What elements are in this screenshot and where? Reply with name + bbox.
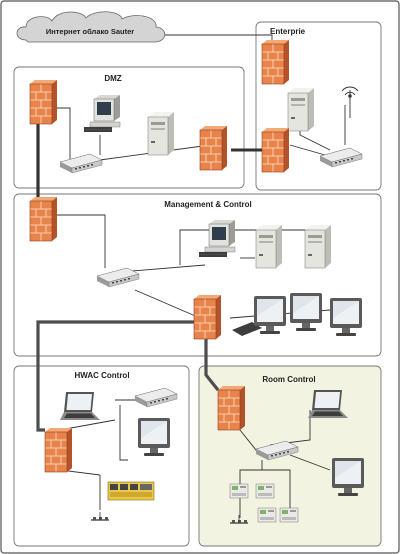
firewall-icon [29, 196, 58, 242]
server-tower-icon [255, 224, 283, 269]
trunk-management-room [204, 322, 220, 391]
server-tower-icon [287, 87, 315, 132]
controller-icon [257, 507, 277, 523]
zone-hvac [13, 365, 190, 547]
controller-icon [279, 507, 299, 523]
firewall-icon [44, 427, 73, 473]
zone-label-room: Room Control [262, 375, 315, 384]
cloud-label: Интернет облако Sauter [46, 27, 134, 36]
zone-label-management: Management & Control [164, 200, 252, 209]
firewall-icon [199, 125, 228, 171]
firewall-icon [193, 294, 222, 340]
trunk-management-hvac [36, 320, 206, 432]
keyboard-icon [232, 322, 262, 336]
zone-dmz [13, 66, 245, 189]
firewall-icon [261, 127, 290, 173]
controller-icon [229, 483, 249, 499]
zone-label-enterprise: Enterprie [270, 27, 306, 36]
firewall-icon [217, 385, 246, 431]
firewall-icon [29, 79, 58, 125]
firewall-icon [261, 39, 290, 85]
controller-icon [107, 481, 155, 501]
server-tower-icon [147, 111, 175, 156]
cloud-icon [16, 11, 166, 43]
controller-icon [255, 483, 275, 499]
zone-label-dmz: DMZ [104, 74, 121, 83]
antenna-icon [341, 86, 359, 118]
server-tower-icon [304, 224, 332, 269]
zone-label-hvac: HWAC Control [74, 371, 129, 380]
zone-management [13, 193, 382, 357]
